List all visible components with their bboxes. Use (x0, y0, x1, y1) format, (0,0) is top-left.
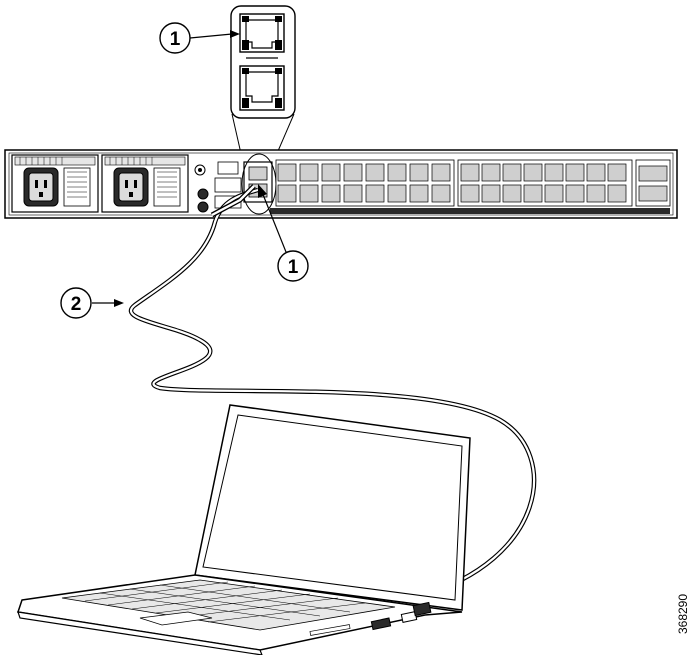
callout-1-panel: 1 (258, 184, 309, 282)
callout-1-top: 1 (159, 22, 240, 54)
callout-number-2: 2 (71, 294, 82, 315)
console-port-zoom-detail (230, 5, 296, 119)
laptop (17, 404, 471, 655)
figure-id: 368290 (672, 578, 694, 650)
callout-2-cable: 2 (60, 287, 124, 319)
network-switch-chassis (4, 149, 678, 219)
vent-strip (270, 208, 670, 214)
callout-number-1-panel: 1 (288, 257, 299, 278)
callout-number-1-top: 1 (170, 29, 181, 50)
power-supply-1 (11, 154, 99, 213)
rj45-port-upper (239, 13, 285, 53)
rj45-port-lower (239, 65, 285, 111)
console-cable (129, 184, 537, 599)
laptop-side-ports (370, 601, 432, 631)
power-supply-2 (101, 154, 189, 213)
figure-id-text: 368290 (676, 593, 690, 635)
sfp-port-bank (275, 159, 671, 207)
